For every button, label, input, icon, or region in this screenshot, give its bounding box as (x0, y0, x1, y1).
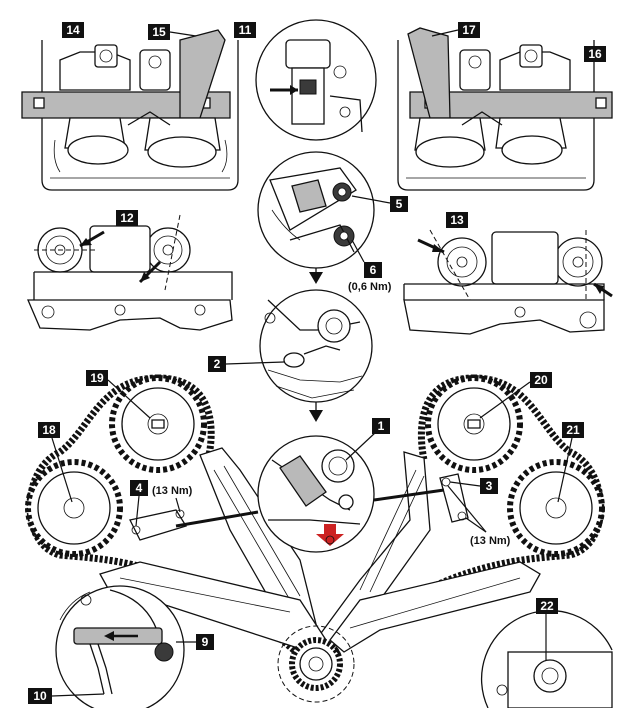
callout-1: 1 (372, 418, 390, 434)
callout-22: 22 (536, 598, 558, 614)
leader-4 (135, 495, 140, 527)
callout-18-label: 18 (42, 423, 56, 437)
callout-1-label: 1 (378, 419, 385, 433)
callout-17-label: 17 (462, 23, 476, 37)
leader-10 (51, 693, 105, 697)
leader-4b (175, 497, 181, 513)
callout-13: 13 (446, 212, 468, 228)
inset-11-view (255, 19, 377, 141)
callout-4: 4 (130, 480, 148, 496)
callout-15-label: 15 (152, 25, 166, 39)
callout-19: 19 (86, 370, 108, 386)
callout-22-label: 22 (540, 599, 554, 613)
callout-16-label: 16 (588, 47, 602, 61)
callout-13-label: 13 (450, 213, 464, 227)
leader-20 (479, 381, 531, 419)
callout-18: 18 (38, 422, 60, 438)
callout-6: 6 (364, 262, 382, 278)
callout-21: 21 (562, 422, 584, 438)
callout-17: 17 (458, 22, 480, 38)
callout-10: 10 (28, 688, 52, 704)
leader-6 (351, 239, 365, 263)
inset-1-view (257, 435, 375, 553)
torque-3-label: (13 Nm) (470, 535, 511, 547)
leader-21 (557, 437, 573, 503)
leader-15 (169, 31, 197, 37)
view-13 (403, 229, 613, 335)
callout-20: 20 (530, 372, 552, 388)
callout-14: 14 (62, 22, 84, 38)
callout-3: 3 (480, 478, 498, 494)
callout-9: 9 (196, 634, 214, 650)
leader-18 (51, 437, 73, 503)
view-12 (27, 214, 233, 331)
crank-highlight-circle (277, 625, 355, 703)
inset-2-view (259, 289, 373, 403)
lower-right-tensioner-rail (329, 561, 541, 653)
callout-4-label: 4 (136, 481, 143, 495)
callout-11: 11 (234, 22, 256, 38)
bar-to-tensioner-4 (175, 510, 259, 528)
callout-5-label: 5 (396, 197, 403, 211)
sprocket-20 (425, 375, 523, 473)
leader-1 (345, 431, 377, 461)
callout-14-label: 14 (66, 23, 80, 37)
callout-2-label: 2 (214, 357, 221, 371)
leader-19 (107, 379, 151, 419)
callout-21-label: 21 (566, 423, 580, 437)
timing-chain-assembly (25, 374, 605, 703)
sprocket-21 (507, 459, 605, 557)
connector-arrow-2 (309, 410, 323, 422)
left-head-tool-view (21, 29, 239, 191)
callout-12: 12 (116, 210, 138, 226)
inset-9-10-view (55, 585, 185, 708)
callout-15: 15 (148, 24, 170, 40)
callout-19-label: 19 (90, 371, 104, 385)
leader-17 (431, 29, 459, 37)
sprocket-18 (25, 459, 123, 557)
callout-12-label: 12 (120, 211, 134, 225)
callout-11-label: 11 (239, 23, 252, 37)
callout-10-label: 10 (33, 689, 47, 703)
leader-3c (447, 485, 487, 533)
leader-3 (449, 481, 481, 487)
red-arrow-icon (316, 524, 344, 546)
callout-2: 2 (208, 356, 226, 372)
torque-6-label: (0,6 Nm) (348, 281, 392, 293)
tensioner-4 (129, 509, 188, 541)
callout-16: 16 (584, 46, 606, 62)
callout-3-label: 3 (486, 479, 493, 493)
callout-6-label: 6 (370, 263, 377, 277)
sprocket-19 (109, 375, 207, 473)
callout-9-label: 9 (202, 635, 209, 649)
callout-20-label: 20 (534, 373, 548, 387)
inset-5-6-view (257, 151, 375, 269)
tensioner-3 (439, 473, 469, 523)
leader-5 (351, 195, 391, 204)
inset-22-view (480, 609, 613, 708)
connector-arrow-1 (309, 272, 323, 284)
bar-to-tensioner-3 (373, 488, 445, 502)
leader-2 (225, 361, 285, 365)
torque-4-label: (13 Nm) (152, 485, 193, 497)
right-head-tool-view (397, 27, 613, 191)
callout-5: 5 (390, 196, 408, 212)
leader-3b (465, 517, 487, 533)
